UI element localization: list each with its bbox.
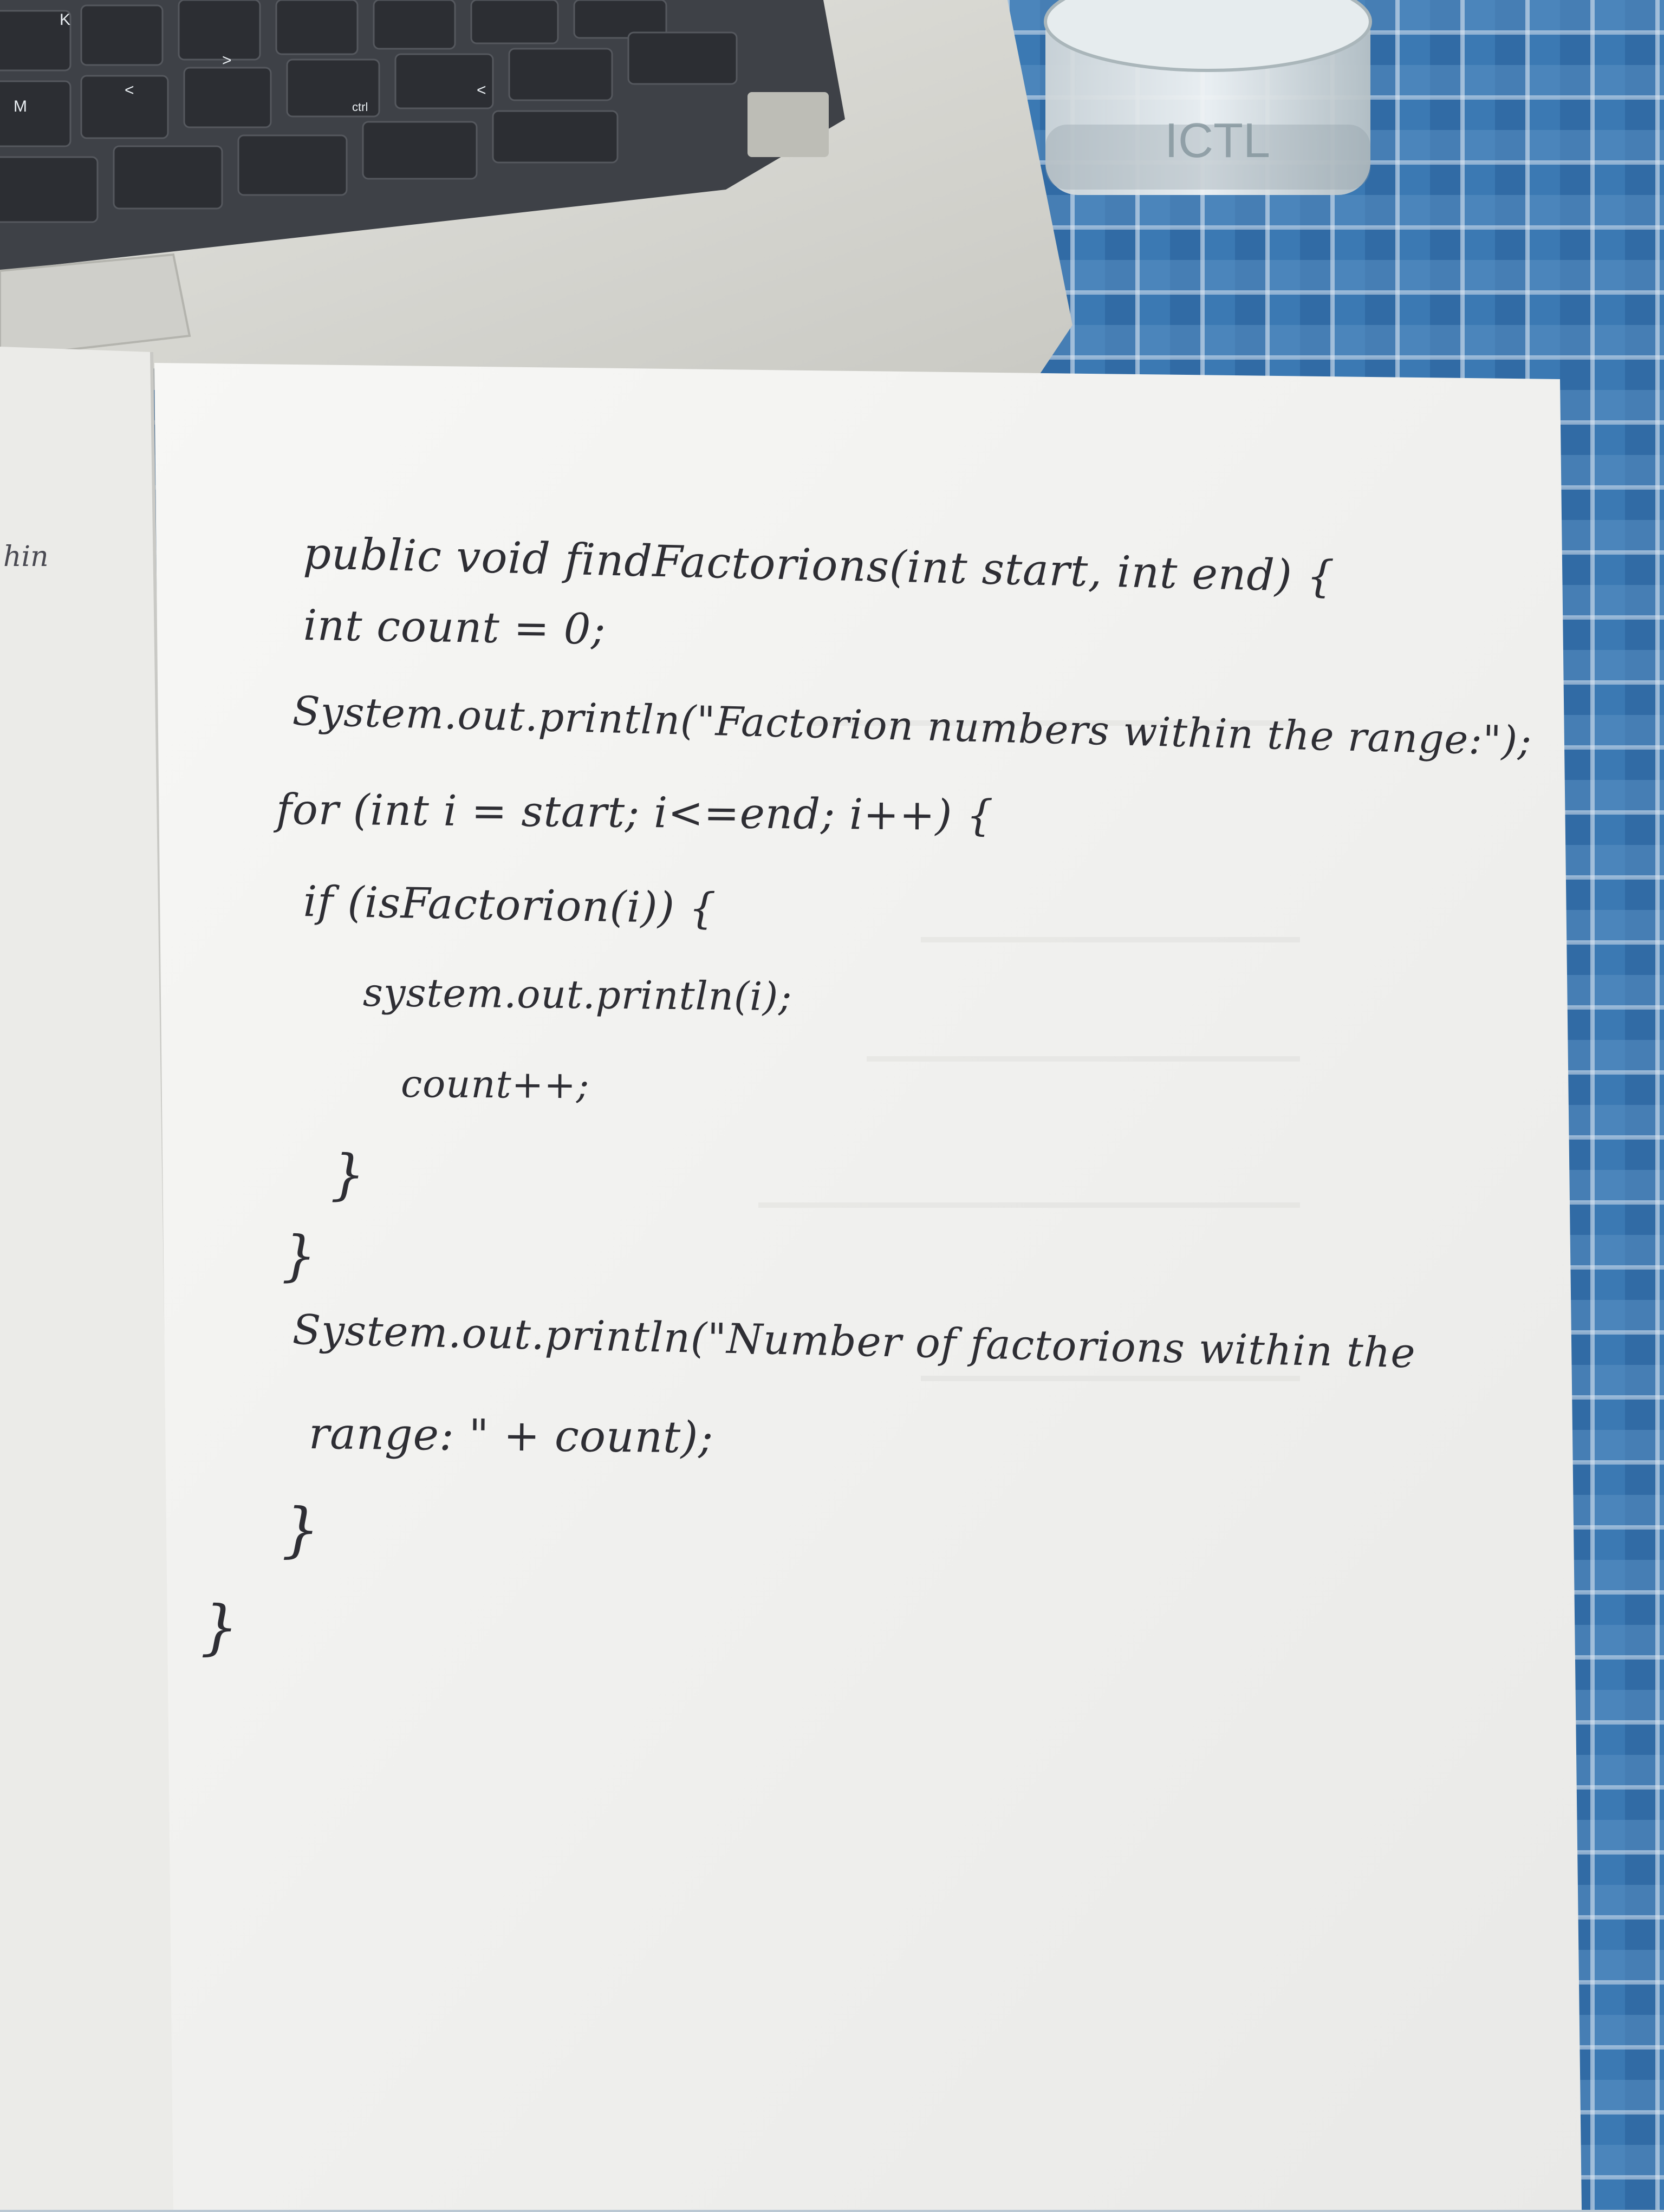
notebook-page [154,363,1582,2210]
glass-jar: ICTL [1044,0,1372,195]
svg-text:ICTL: ICTL [1165,114,1270,168]
left-page [0,347,179,2210]
